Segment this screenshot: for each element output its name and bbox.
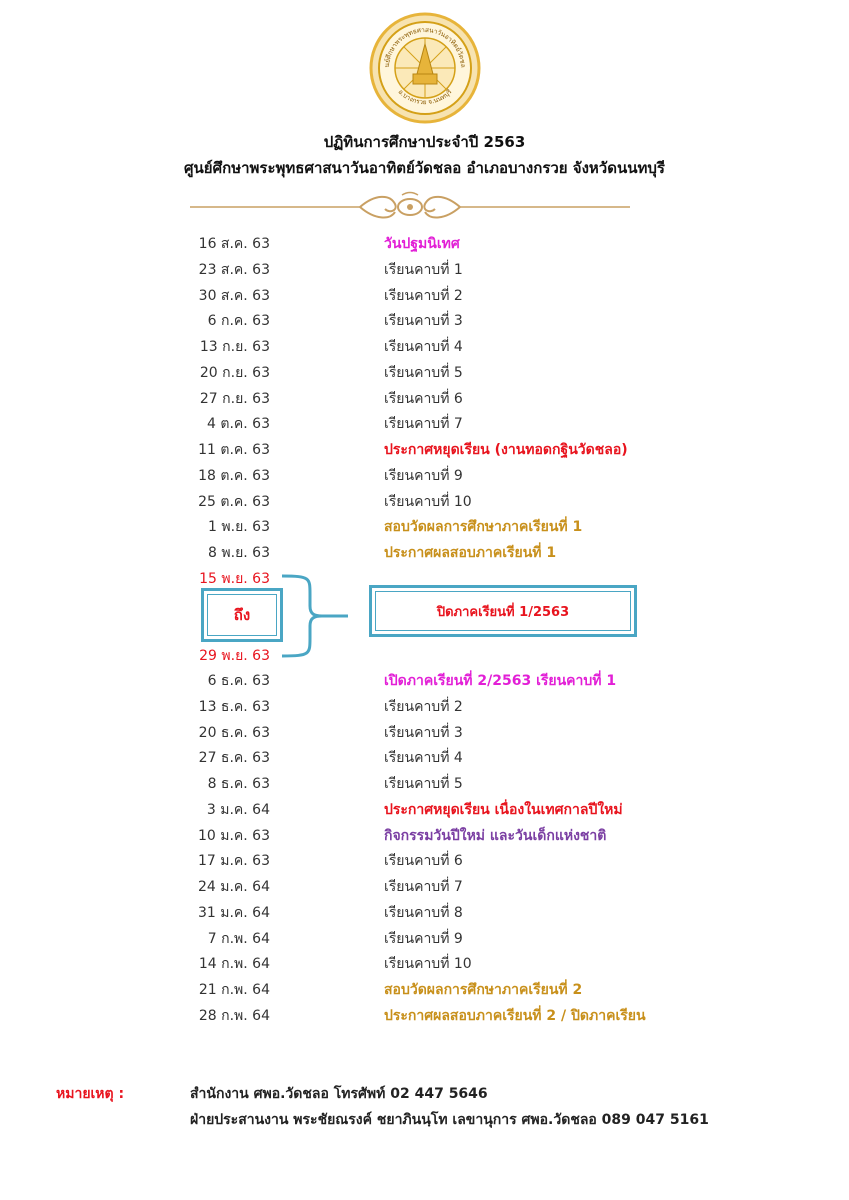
schedule-row: 11 ต.ค. 63 ประกาศหยุดเรียน (งานทอดกฐินวัด… [0, 439, 849, 463]
schedule-event: เรียนคาบที่ 7 [384, 416, 463, 433]
schedule-date: 3 ม.ค. 64 [206, 801, 270, 818]
schedule-date: 23 ส.ค. 63 [198, 261, 270, 278]
schedule-date: 20 ธ.ค. 63 [198, 724, 270, 741]
schedule-row: 6 ธ.ค. 63 เปิดภาคเรียนที่ 2/2563 เรียนคาบ… [0, 670, 849, 694]
schedule-event: ประกาศผลสอบภาคเรียนที่ 1 [384, 545, 557, 561]
schedule-date: 30 ส.ค. 63 [198, 287, 270, 304]
schedule-event: เรียนคาบที่ 8 [384, 904, 463, 921]
schedule-date: 27 ธ.ค. 63 [198, 750, 270, 767]
schedule-event: สอบวัดผลการศึกษาภาคเรียนที่ 2 [384, 982, 583, 998]
schedule-event: ประกาศหยุดเรียน (งานทอดกฐินวัดชลอ) [384, 442, 628, 458]
schedule-event: เรียนคาบที่ 10 [384, 956, 472, 973]
schedule-row: 21 ก.พ. 64 สอบวัดผลการศึกษาภาคเรียนที่ 2 [0, 979, 849, 1003]
schedule-row: 3 ม.ค. 64 ประกาศหยุดเรียน เนื่องในเทศกาลป… [0, 799, 849, 823]
schedule-event: ประกาศผลสอบภาคเรียนที่ 2 / ปิดภาคเรียน [384, 1007, 646, 1024]
schedule-date: 20 ก.ย. 63 [199, 364, 270, 381]
schedule-date: 13 ธ.ค. 63 [198, 698, 270, 715]
schedule-date: 7 ก.พ. 64 [207, 930, 270, 947]
schedule-row: 6 ก.ค. 63 เรียนคาบที่ 3 [0, 310, 849, 334]
schedule-event: เรียนคาบที่ 4 [384, 750, 463, 767]
page-title: ปฏิทินการศึกษาประจำปี 2563 [323, 133, 526, 151]
schedule-date: 10 ม.ค. 63 [197, 827, 270, 844]
schedule-event: กิจกรรมวันปีใหม่ และวันเด็กแห่งชาติ [384, 827, 607, 844]
bracket-connector [281, 574, 348, 658]
schedule-date: 8 พ.ย. 63 [208, 545, 270, 561]
schedule-event: เรียนคาบที่ 6 [384, 390, 463, 407]
schedule-row: 17 ม.ค. 63 เรียนคาบที่ 6 [0, 850, 849, 874]
schedule-row: 20 ก.ย. 63 เรียนคาบที่ 5 [0, 362, 849, 386]
break-end-date: 29 พ.ย. 63 [199, 648, 270, 664]
schedule-row: 15 พ.ย. 63 [0, 568, 849, 592]
schedule-date: 17 ม.ค. 63 [197, 853, 270, 870]
schedule-date: 11 ต.ค. 63 [198, 442, 270, 458]
schedule-date: 4 ต.ค. 63 [207, 416, 270, 433]
schedule-date: 28 ก.พ. 64 [198, 1007, 270, 1024]
schedule-event: เรียนคาบที่ 10 [384, 493, 472, 510]
schedule-event: เรียนคาบที่ 5 [384, 776, 463, 792]
schedule-event: ประกาศหยุดเรียน เนื่องในเทศกาลปีใหม่ [384, 801, 623, 818]
school-seal-logo: ศูนย์ศึกษาพระพุทธศาสนาวันอาทิตย์วัดชลอ อ… [369, 12, 481, 124]
schedule-row: 30 ส.ค. 63 เรียนคาบที่ 2 [0, 285, 849, 309]
schedule-row: 27 ก.ย. 63 เรียนคาบที่ 6 [0, 388, 849, 412]
schedule-event: เรียนคาบที่ 2 [384, 698, 463, 715]
schedule-event: เรียนคาบที่ 2 [384, 287, 463, 304]
schedule-date: 16 ส.ค. 63 [198, 236, 270, 252]
schedule-event: เรียนคาบที่ 7 [384, 879, 463, 895]
note-coordinator: ฝ่ายประสานงาน พระชัยณรงค์ ชยาภินนฺโท เลข… [190, 1112, 709, 1128]
schedule-row: 10 ม.ค. 63 กิจกรรมวันปีใหม่ และวันเด็กแห่… [0, 825, 849, 849]
schedule-row: 4 ต.ค. 63 เรียนคาบที่ 7 [0, 413, 849, 437]
schedule-event: เรียนคาบที่ 1 [384, 261, 463, 278]
schedule-date: 18 ต.ค. 63 [198, 467, 270, 484]
page-subtitle: ศูนย์ศึกษาพระพุทธศาสนาวันอาทิตย์วัดชลอ อ… [184, 159, 665, 177]
schedule-event: เรียนคาบที่ 3 [384, 313, 463, 330]
schedule-row: 1 พ.ย. 63 สอบวัดผลการศึกษาภาคเรียนที่ 1 [0, 516, 849, 540]
to-label: ถึง [207, 594, 277, 636]
schedule-row: 13 ก.ย. 63 เรียนคาบที่ 4 [0, 336, 849, 360]
schedule-row: 8 ธ.ค. 63 เรียนคาบที่ 5 [0, 773, 849, 797]
schedule-date: 27 ก.ย. 63 [199, 390, 270, 407]
schedule-event: เรียนคาบที่ 3 [384, 724, 463, 741]
to-box: ถึง [201, 588, 283, 642]
ornament-divider [190, 191, 630, 219]
break-box: ปิดภาคเรียนที่ 1/2563 [369, 585, 637, 637]
schedule-date: 1 พ.ย. 63 [208, 519, 270, 536]
schedule-date: 15 พ.ย. 63 [199, 570, 270, 587]
schedule-date: 6 ธ.ค. 63 [207, 673, 270, 689]
schedule-row: 20 ธ.ค. 63 เรียนคาบที่ 3 [0, 722, 849, 746]
schedule-date: 24 ม.ค. 64 [197, 879, 270, 895]
schedule-row: 8 พ.ย. 63 ประกาศผลสอบภาคเรียนที่ 1 [0, 542, 849, 566]
schedule-event: เรียนคาบที่ 6 [384, 853, 463, 870]
schedule-event: เรียนคาบที่ 4 [384, 339, 463, 355]
schedule-row: 31 ม.ค. 64 เรียนคาบที่ 8 [0, 902, 849, 926]
break-label: ปิดภาคเรียนที่ 1/2563 [375, 591, 631, 631]
schedule-event: เรียนคาบที่ 5 [384, 364, 463, 381]
schedule-date: 21 ก.พ. 64 [198, 982, 270, 998]
schedule-row: 28 ก.พ. 64 ประกาศผลสอบภาคเรียนที่ 2 / ปิด… [0, 1005, 849, 1029]
schedule-date: 31 ม.ค. 64 [197, 904, 270, 921]
schedule-row: 23 ส.ค. 63 เรียนคาบที่ 1 [0, 259, 849, 283]
schedule-event: วันปฐมนิเทศ [384, 236, 460, 252]
schedule-event: เรียนคาบที่ 9 [384, 467, 463, 484]
schedule-date: 14 ก.พ. 64 [198, 956, 270, 973]
schedule-row: 14 ก.พ. 64 เรียนคาบที่ 10 [0, 953, 849, 977]
schedule-row: 18 ต.ค. 63 เรียนคาบที่ 9 [0, 465, 849, 489]
note-office: สำนักงาน ศพอ.วัดชลอ โทรศัพท์ 02 447 5646 [190, 1086, 488, 1102]
schedule-row: 24 ม.ค. 64 เรียนคาบที่ 7 [0, 876, 849, 900]
schedule-date: 25 ต.ค. 63 [198, 493, 270, 510]
schedule-row: 7 ก.พ. 64 เรียนคาบที่ 9 [0, 928, 849, 952]
schedule-row: 16 ส.ค. 63 วันปฐมนิเทศ [0, 233, 849, 257]
schedule-row: 13 ธ.ค. 63 เรียนคาบที่ 2 [0, 696, 849, 720]
schedule-event: สอบวัดผลการศึกษาภาคเรียนที่ 1 [384, 519, 583, 536]
schedule-row: 25 ต.ค. 63 เรียนคาบที่ 10 [0, 491, 849, 515]
schedule-event: เรียนคาบที่ 9 [384, 930, 463, 947]
schedule-date: 6 ก.ค. 63 [207, 313, 270, 330]
note-label: หมายเหตุ : [56, 1086, 125, 1102]
schedule-date: 8 ธ.ค. 63 [207, 776, 270, 792]
schedule-date: 13 ก.ย. 63 [199, 339, 270, 355]
schedule-row: 27 ธ.ค. 63 เรียนคาบที่ 4 [0, 747, 849, 771]
break-end-row: 29 พ.ย. 63 [0, 645, 849, 669]
schedule-event: เปิดภาคเรียนที่ 2/2563 เรียนคาบที่ 1 [384, 673, 617, 689]
